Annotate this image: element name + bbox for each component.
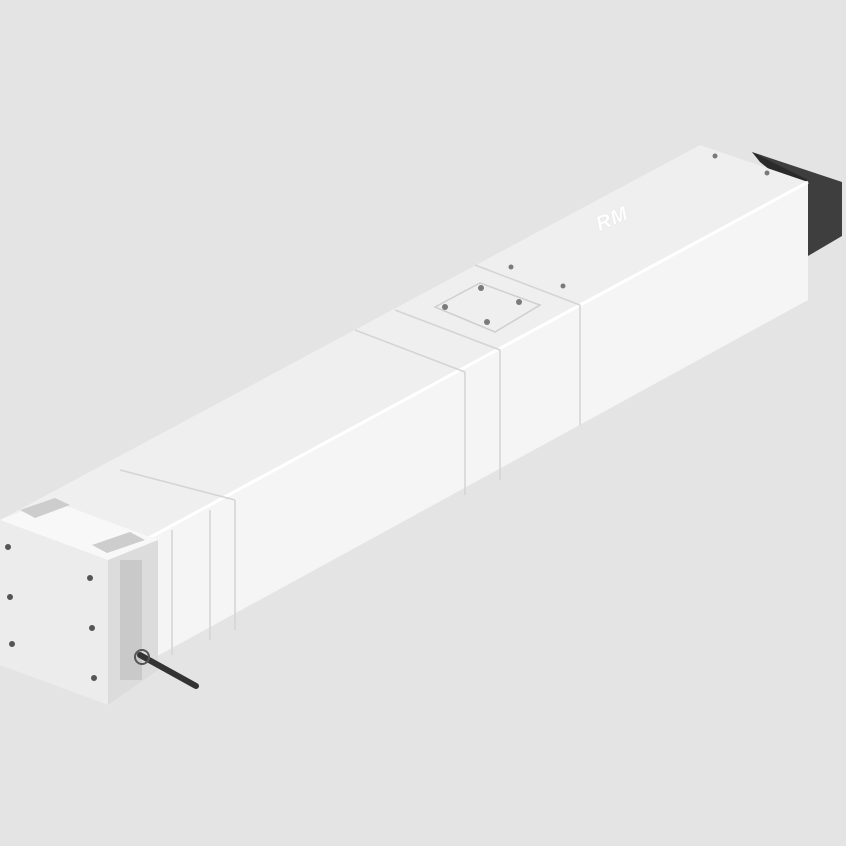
carriage-screws: [442, 153, 770, 325]
actuator-body: [0, 145, 809, 660]
end-plate: [0, 498, 199, 705]
